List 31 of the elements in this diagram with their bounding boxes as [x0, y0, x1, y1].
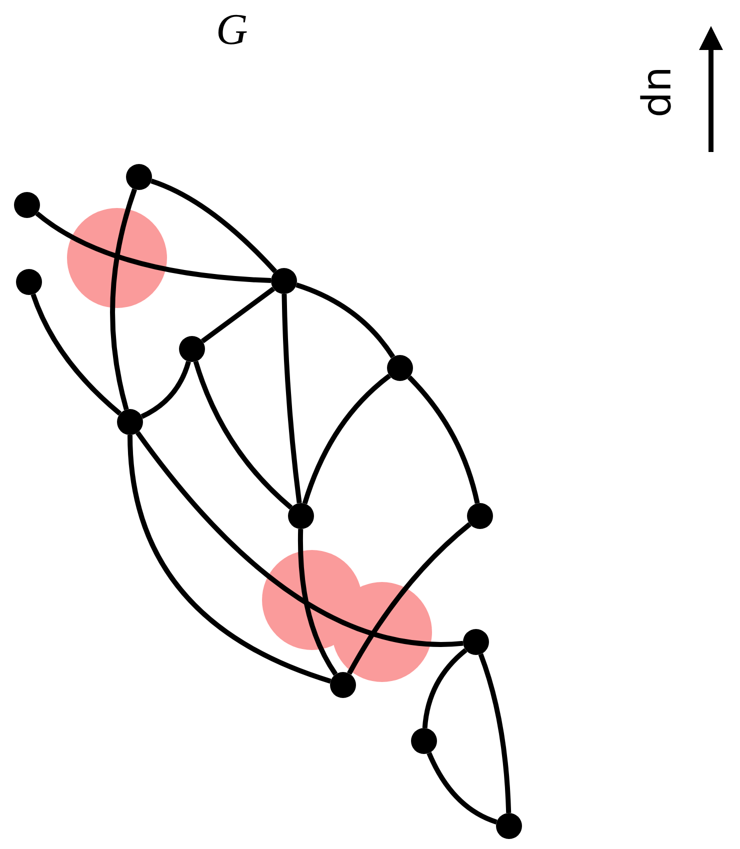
graph-edge [407, 375, 480, 504]
graph-vertex [16, 269, 42, 295]
graph-edge [282, 294, 302, 504]
graph-vertex [117, 409, 143, 435]
graph-edge [478, 653, 512, 814]
graph-edge [296, 282, 396, 358]
graph-vertex [179, 336, 205, 362]
graph-edge [35, 211, 272, 284]
graph-title: G [216, 4, 248, 56]
graph-edge [150, 178, 278, 274]
graph-vertex [496, 813, 522, 839]
graph-vertex [330, 672, 356, 698]
graph-edge [193, 360, 293, 510]
graph-edge [200, 286, 276, 344]
graph-edge [140, 360, 191, 419]
graph-vertex [14, 192, 40, 218]
graph-edge [30, 293, 122, 416]
graph-edge [426, 752, 498, 824]
direction-label: up [639, 66, 684, 118]
graph-edge [110, 188, 137, 410]
graph-edge [422, 648, 468, 728]
graph-edge [347, 522, 472, 675]
graph-vertex [288, 503, 314, 529]
graph-vertex [463, 629, 489, 655]
graph-vertex [126, 164, 152, 190]
graph-vertex [411, 728, 437, 754]
graph-edge [128, 434, 332, 684]
graph-edge [302, 374, 392, 504]
graph-vertex [467, 503, 493, 529]
graph-vertex [387, 355, 413, 381]
graph-vertex [271, 268, 297, 294]
